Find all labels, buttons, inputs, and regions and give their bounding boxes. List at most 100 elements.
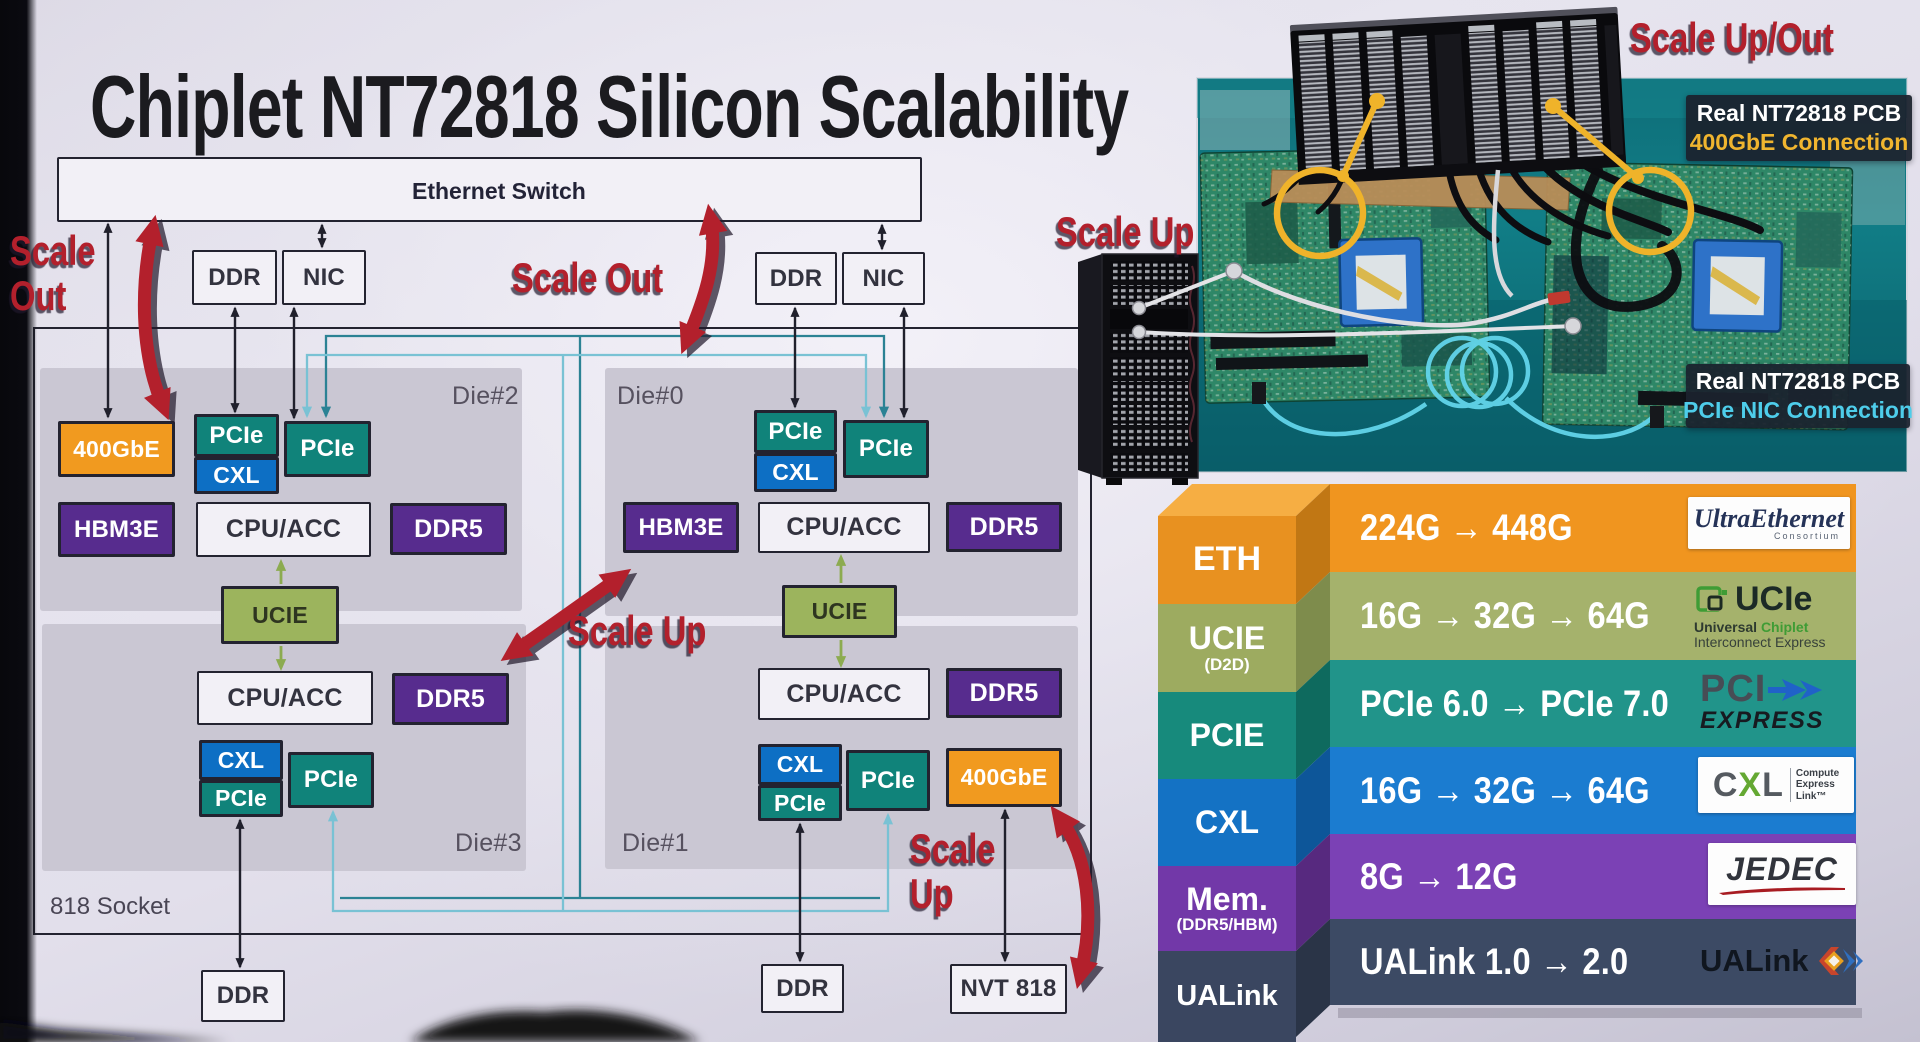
logo-cxl-sub3: Link™ bbox=[1795, 790, 1827, 802]
logo-cxl-x: X bbox=[1738, 765, 1763, 804]
die1-cxl-label: CXL bbox=[776, 751, 824, 777]
die3-pcie-a-box: PCIe bbox=[199, 780, 283, 817]
logo-ualink-text: UALink bbox=[1700, 943, 1809, 978]
row-key-pcie-label: PCIE bbox=[1189, 716, 1265, 753]
ddr-left-top-box: DDR bbox=[192, 250, 277, 305]
row-value-pcie-text: PCIe 6.0 → PCIe 7.0 bbox=[1360, 682, 1670, 724]
row-key-ucie-sub: (D2D) bbox=[1204, 654, 1250, 674]
pcb-board-left bbox=[1199, 146, 1491, 404]
screen-left-bezel bbox=[0, 0, 37, 1042]
logo-ucie-sub1a: Universal bbox=[1694, 619, 1761, 635]
die2-pcie-a-box: PCIe bbox=[194, 414, 279, 457]
logo-cxl-sub1: Compute bbox=[1795, 767, 1840, 779]
audience-head-silhouette bbox=[410, 1010, 700, 1042]
die0-cpu-box: CPU/ACC bbox=[758, 502, 930, 553]
die0-cpu-label: CPU/ACC bbox=[786, 513, 902, 541]
ucie-side-face bbox=[1296, 572, 1330, 692]
die2-cxl-box: CXL bbox=[194, 457, 279, 494]
die0-ucie-box: UCIE bbox=[782, 585, 897, 638]
ualink-side-face bbox=[1296, 919, 1330, 1037]
logo-ucie: UCIe Universal Chiplet Interconnect Expr… bbox=[1694, 580, 1854, 656]
scale-up-bottom-line1: Scale bbox=[910, 825, 996, 872]
caption-pcie-nic: Real NT72818 PCB PCIe NIC Connection bbox=[1683, 364, 1914, 428]
ddr-left-bottom-label: DDR bbox=[216, 982, 270, 1009]
ddr-left-bottom-box: DDR bbox=[201, 970, 285, 1022]
caption-400gbe: Real NT72818 PCB 400GbE Connection bbox=[1686, 95, 1912, 161]
die0-pcie-b-box: PCIe bbox=[843, 420, 929, 478]
caption-pcie-line2: PCIe NIC Connection bbox=[1683, 396, 1914, 423]
network-switch bbox=[1289, 6, 1627, 185]
cxl-side-face bbox=[1296, 747, 1330, 866]
die0-ucie-label: UCIE bbox=[811, 598, 868, 624]
die2-pcie-b-box: PCIe bbox=[284, 421, 371, 477]
scale-out-left-line1: Scale bbox=[10, 227, 96, 274]
scale-out-mid-text: Scale Out bbox=[512, 254, 664, 301]
die3-pcie-b-label: PCIe bbox=[303, 766, 359, 793]
row-key-mem: Mem. (DDR5/HBM) bbox=[1158, 866, 1296, 951]
eth-front-face bbox=[1158, 516, 1296, 604]
scale-up-rack-text: Scale Up bbox=[1056, 208, 1195, 255]
logo-ucie-text: UCIe bbox=[1735, 580, 1813, 618]
row-value-cxl-text: 16G → 32G → 64G bbox=[1360, 769, 1650, 811]
die2-400gbe-label: 400GbE bbox=[73, 435, 160, 462]
page-title: Chiplet NT72818 Silicon Scalability bbox=[90, 57, 1129, 156]
logo-pci-sub: EXPRESS bbox=[1700, 707, 1824, 734]
caption-400gbe-line2: 400GbE Connection bbox=[1689, 128, 1909, 155]
die0-hbm3e-box: HBM3E bbox=[623, 502, 739, 553]
ucie-front-face bbox=[1158, 604, 1296, 692]
logo-pci-text: PCI bbox=[1700, 668, 1767, 710]
bottom-left-shadow bbox=[0, 1022, 230, 1042]
die3-pcie-a-label: PCIe bbox=[215, 785, 267, 811]
die0-pcie-a-label: PCIe bbox=[768, 417, 823, 445]
socket-818-label: 818 Socket bbox=[50, 893, 171, 920]
die2-pcie-a-label: PCIe bbox=[209, 421, 264, 449]
ddr-left-top-label: DDR bbox=[208, 263, 261, 291]
logo-uec-sub: Consortium bbox=[1773, 530, 1840, 541]
callout-dot-4 bbox=[1632, 172, 1644, 184]
die0-hbm3e-label: HBM3E bbox=[638, 513, 724, 541]
die2-400gbe-box: 400GbE bbox=[58, 421, 175, 477]
sfp-left bbox=[1252, 382, 1266, 404]
row-value-eth: 224G → 448G bbox=[1360, 484, 1602, 572]
row-value-mem-text: 8G → 12G bbox=[1360, 855, 1518, 897]
nvt-818-box: NVT 818 bbox=[950, 964, 1067, 1014]
row-value-cxl: 16G → 32G → 64G bbox=[1360, 747, 1689, 834]
row-value-eth-text: 224G → 448G bbox=[1360, 507, 1573, 548]
die3-pcie-b-box: PCIe bbox=[288, 752, 374, 808]
ucie-icon bbox=[1696, 585, 1727, 612]
die2-cpu-box: CPU/ACC bbox=[196, 502, 371, 557]
row-key-ucie: UCIE (D2D) bbox=[1158, 604, 1296, 692]
ddr-right-top-box: DDR bbox=[755, 252, 837, 305]
ualink-icon bbox=[1818, 947, 1863, 975]
ddr-right-bottom-label: DDR bbox=[776, 974, 829, 1002]
eth-top-face bbox=[1158, 484, 1330, 516]
logo-cxl-c: C bbox=[1712, 765, 1739, 804]
callout-dot-2 bbox=[1545, 98, 1561, 114]
row-key-ucie-label: UCIE bbox=[1188, 620, 1266, 657]
die1-400gbe-box: 400GbE bbox=[946, 748, 1062, 807]
callout-dot-3 bbox=[1337, 170, 1349, 182]
ethernet-switch-label: Ethernet Switch bbox=[412, 178, 586, 204]
die1-cpu-label: CPU/ACC bbox=[786, 679, 902, 708]
die3-ddr5-box: DDR5 bbox=[392, 673, 509, 725]
die1-ddr5-label: DDR5 bbox=[969, 678, 1039, 707]
die1-cxl-box: CXL bbox=[758, 744, 842, 785]
caption-pcie-line1: Real NT72818 PCB bbox=[1695, 367, 1901, 394]
sfp-right bbox=[1650, 406, 1664, 428]
die3-cpu-box: CPU/ACC bbox=[197, 671, 373, 725]
die1-ddr5-box: DDR5 bbox=[946, 668, 1062, 718]
nvt-818-label: NVT 818 bbox=[960, 975, 1057, 1002]
nic-left-top-label: NIC bbox=[303, 263, 345, 291]
die2-hbm3e-label: HBM3E bbox=[73, 515, 159, 543]
logo-ucie-sub2: Interconnect Express bbox=[1694, 634, 1826, 651]
die1-400gbe-label: 400GbE bbox=[960, 764, 1048, 790]
jedec-swoosh bbox=[1719, 887, 1845, 895]
row-key-cxl-label: CXL bbox=[1195, 803, 1259, 840]
ucie-arrows bbox=[275, 554, 847, 671]
die0-ddr5-label: DDR5 bbox=[969, 512, 1039, 541]
ucie-band bbox=[1330, 572, 1856, 660]
logo-pci-express: PCI EXPRESS bbox=[1700, 668, 1856, 740]
row-value-ucie-text: 16G → 32G → 64G bbox=[1360, 595, 1650, 636]
mem-front-face bbox=[1158, 866, 1296, 951]
